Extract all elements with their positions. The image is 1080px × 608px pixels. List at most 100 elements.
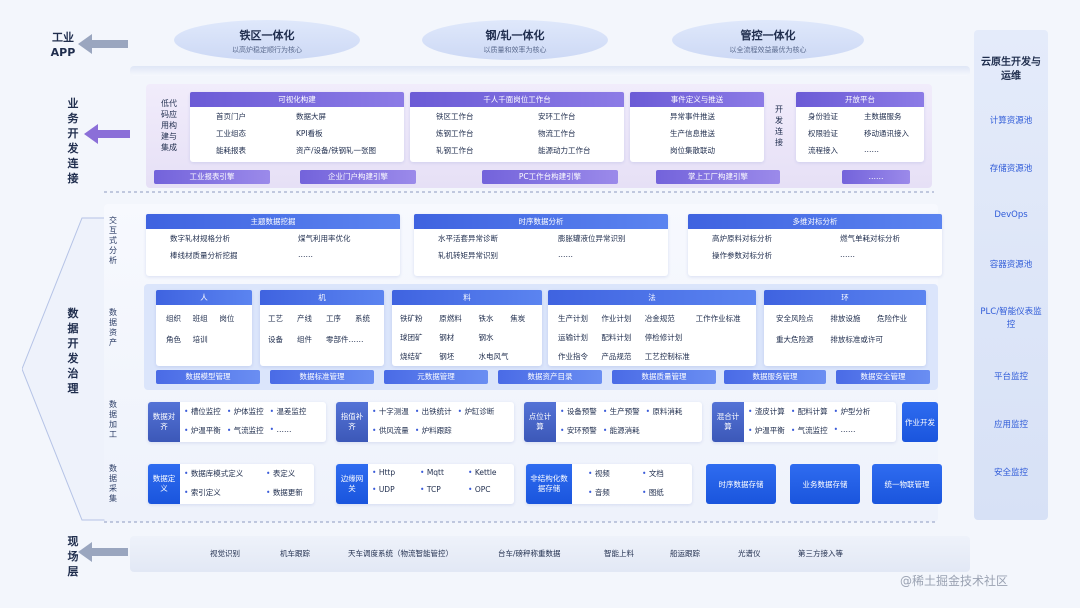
process-item: 原料消耗 <box>646 406 682 417</box>
collect-item: 文档 <box>642 468 690 479</box>
app-arrow-icon <box>78 34 128 54</box>
biz-item: 异常事件推送 <box>670 112 715 121</box>
asset-item: 工艺控制标准 <box>644 352 690 361</box>
biz-card-open: 开放平台 身份验证 主数据服务 权限验证 移动通讯接入 流程接入 …… <box>796 92 924 162</box>
asset-card-title: 机 <box>260 290 384 305</box>
analysis-item: 棒线材质量分析挖掘 <box>170 251 238 260</box>
analysis-item: 数字轧材规格分析 <box>170 234 230 243</box>
layer-datadev-label: 数据开发治理 <box>67 307 79 395</box>
process-item: 炉温平衡 <box>184 425 221 436</box>
asset-item: 钢水 <box>478 333 494 342</box>
analysis-item: …… <box>298 250 313 259</box>
process-item: 炉缸诊断 <box>458 406 494 417</box>
biz-item: 主数据服务 <box>864 112 902 121</box>
asset-item: 铁水 <box>478 314 494 323</box>
asset-item: 铁矿粉 <box>400 314 423 323</box>
collect-item: 视频 <box>588 468 636 479</box>
collect-item: Kettle <box>468 468 518 477</box>
asset-mgmt-chip: 数据服务管理 <box>724 370 826 384</box>
job-dev-box: 作业开发 <box>902 402 938 442</box>
biz-card-title: 千人千面岗位工作台 <box>410 92 624 107</box>
analysis-item: 膨胀罐液位异常识别 <box>558 234 626 243</box>
collect-item: 音频 <box>588 487 636 498</box>
layer-app-label: 工业APP <box>50 31 76 59</box>
collect-item: UDP <box>372 485 414 494</box>
asset-item: 焦炭 <box>510 314 526 323</box>
biz-item: 数据大屏 <box>296 112 326 121</box>
collect-box-unstructured: 非结构化数据存储 视频 文档 音频 图纸 <box>526 464 692 504</box>
asset-item: 组织 <box>166 314 181 323</box>
process-box-hybrid: 混合计算 渣皮计算 配料计算 炉型分析 炉温平衡 气流监控 …… <box>712 402 896 442</box>
top-ellipse-sub: 以高炉稳定顺行为核心 <box>232 46 302 54</box>
engine-chip: 工业报表引擎 <box>154 170 270 184</box>
asset-item: 排放设施 <box>830 314 861 323</box>
field-arrow-icon <box>78 542 128 562</box>
collect-box-gateway: 边缘网关 Http Mqtt Kettle UDP TCP OPC <box>336 464 514 504</box>
cloud-panel <box>974 30 1048 520</box>
bizdev-arrow-icon <box>84 124 130 144</box>
field-panel <box>130 536 970 572</box>
interactive-label: 交互式分析 <box>109 216 117 265</box>
analysis-card-timeseries: 时序数据分析 水平活套异常诊断 膨胀罐液位异常识别 轧机转矩异常识别 …… <box>414 214 668 276</box>
cloud-item: PLC/智能仪表监控 <box>980 307 1042 330</box>
cloud-item: 平台监控 <box>993 372 1028 382</box>
cloud-item: 容器资源池 <box>989 260 1033 270</box>
biz-item: 移动通讯接入 <box>864 129 909 138</box>
top-ellipse-title: 管控一体化 <box>740 29 796 42</box>
collect-item: OPC <box>468 485 518 494</box>
collect-box-label: 数据定义 <box>148 464 180 504</box>
biz-item: 首页门户 <box>216 112 246 121</box>
analysis-card-title: 多维对标分析 <box>688 214 942 229</box>
process-box-label: 点位计算 <box>524 402 556 442</box>
process-box-label: 指值补齐 <box>336 402 368 442</box>
biz-card-title: 开放平台 <box>796 92 924 107</box>
collect-box-define: 数据定义 数据库模式定义 表定义 索引定义 数据更新 <box>148 464 314 504</box>
cloud-panel-title: 云原生开发与运维 <box>981 57 1041 82</box>
asset-mgmt-chip: 数据资产目录 <box>498 370 602 384</box>
asset-item: 钢坯 <box>439 352 455 361</box>
collect-item: Mqtt <box>420 468 462 477</box>
collect-item: Http <box>372 468 414 477</box>
lowcode-label: 低代码应用构建与集成 <box>161 99 177 152</box>
engine-chip: 掌上工厂构建引擎 <box>656 170 780 184</box>
asset-item: 球团矿 <box>400 333 423 342</box>
process-label: 数据加工 <box>109 400 117 439</box>
top-ellipse-title: 钢/轧一体化 <box>485 29 545 42</box>
engine-chip: 企业门户构建引擎 <box>300 170 416 184</box>
biz-item: 炼钢工作台 <box>436 129 474 138</box>
asset-item: 水电风气 <box>478 352 509 361</box>
collect-item: TCP <box>420 485 462 494</box>
asset-item: 角色 <box>166 335 181 344</box>
analysis-card-title: 时序数据分析 <box>414 214 668 229</box>
process-box-fill: 指值补齐 十字测温 出铁统计 炉缸诊断 供风流量 炉料跟踪 <box>336 402 514 442</box>
asset-item: 零部件…… <box>326 335 364 344</box>
asset-mgmt-chip: 数据标准管理 <box>270 370 374 384</box>
asset-card-people: 人 组织 班组 岗位 角色 培训 <box>156 290 252 366</box>
top-ellipse-sub: 以全流程效益最优为核心 <box>729 46 807 54</box>
process-item: 炉料跟踪 <box>415 425 452 436</box>
asset-card-method: 法 生产计划 作业计划 冶金规范 工作作业标准 运输计划 配料计划 停检修计划 … <box>548 290 756 366</box>
asset-mgmt-chip: 元数据管理 <box>384 370 488 384</box>
process-item: 气流监控 <box>227 425 264 436</box>
asset-item: 组件 <box>297 335 312 344</box>
field-item: 光谱仪 <box>738 549 761 558</box>
collect-item: 数据库模式定义 <box>184 468 260 479</box>
analysis-card-title: 主题数据挖掘 <box>146 214 400 229</box>
biz-item: 身份验证 <box>808 112 838 121</box>
field-item: 台车/磅秤称重数据 <box>498 549 561 558</box>
biz-item: 流程接入 <box>808 146 838 155</box>
asset-item: 配料计划 <box>601 333 632 342</box>
asset-card-title: 人 <box>156 290 252 305</box>
process-box-point: 点位计算 设备预警 生产预警 原料消耗 安环预警 能源消耗 <box>524 402 702 442</box>
bizdev-dashed-base <box>104 191 934 193</box>
process-item: …… <box>834 425 871 436</box>
asset-item: 产线 <box>297 314 312 323</box>
analysis-card-theme: 主题数据挖掘 数字轧材规格分析 煤气利用率优化 棒线材质量分析挖掘 …… <box>146 214 400 276</box>
asset-item: 作业计划 <box>601 314 632 323</box>
datadev-arrow-icon <box>22 217 108 521</box>
top-ellipse-1: 铁区一体化 以高炉稳定顺行为核心 <box>174 20 360 60</box>
asset-item: 危险作业 <box>877 314 908 323</box>
collect-item: 数据更新 <box>266 487 326 498</box>
cloud-item: 安全监控 <box>993 468 1028 478</box>
asset-card-material: 料 铁矿粉 原燃料 铁水 焦炭 球团矿 钢材 钢水 烧结矿 钢坯 水电风气 <box>392 290 542 366</box>
